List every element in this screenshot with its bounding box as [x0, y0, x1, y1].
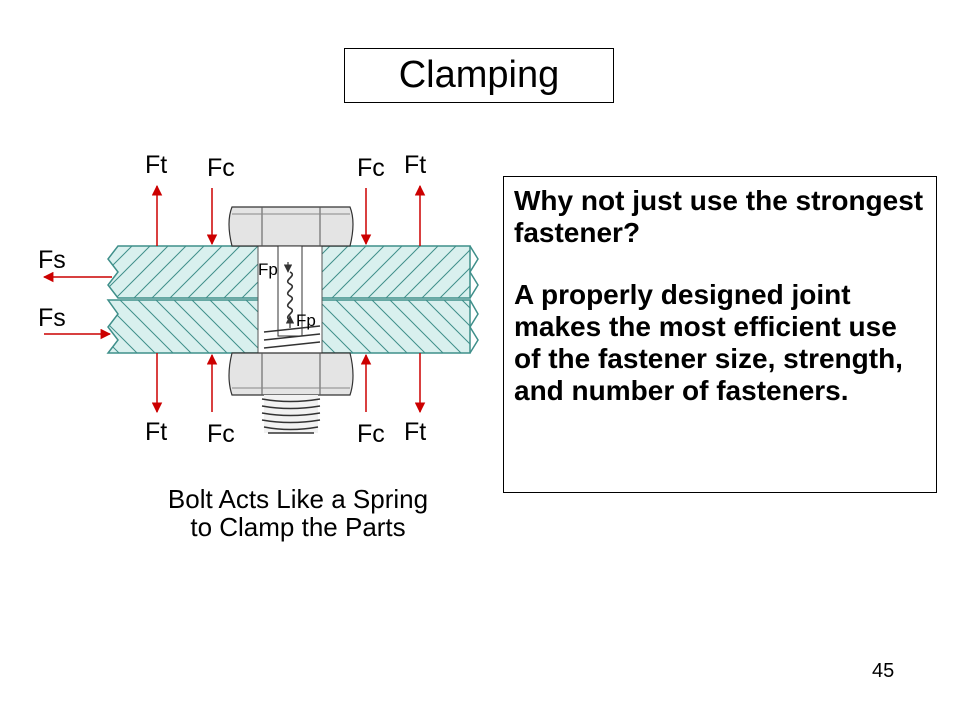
diagram-caption: Bolt Acts Like a Spring to Clamp the Par…	[118, 485, 478, 541]
page-number: 45	[872, 660, 895, 682]
nut	[228, 352, 354, 396]
caption-line-1: Bolt Acts Like a Spring	[167, 484, 429, 514]
label-ft-top-left: Ft	[145, 151, 167, 179]
bolt-thread-inner	[263, 325, 321, 349]
label-fc-top-right: Fc	[357, 154, 385, 182]
label-fc-bottom-right: Fc	[357, 420, 385, 448]
label-fc-top-left: Fc	[207, 154, 235, 182]
label-fc-bottom-left: Fc	[207, 420, 235, 448]
explanation-text-box: Why not just use the strongest fastener?…	[503, 176, 937, 493]
label-ft-bottom-left: Ft	[145, 418, 167, 446]
answer-text: A properly designed joint makes the most…	[514, 279, 903, 406]
label-fp-lower: Fp	[296, 311, 316, 330]
label-ft-bottom-right: Ft	[404, 418, 426, 446]
bolt-head	[228, 206, 354, 247]
label-fs-upper: Fs	[38, 246, 66, 274]
label-fp-upper: Fp	[258, 260, 278, 279]
label-ft-top-right: Ft	[404, 151, 426, 179]
label-fs-lower: Fs	[38, 304, 66, 332]
caption-line-2: to Clamp the Parts	[190, 512, 406, 542]
question-text: Why not just use the strongest fastener?	[514, 185, 924, 248]
spring-coil	[286, 271, 294, 321]
bolt-thread-end	[261, 395, 321, 434]
slide-title: Clamping	[344, 48, 614, 103]
